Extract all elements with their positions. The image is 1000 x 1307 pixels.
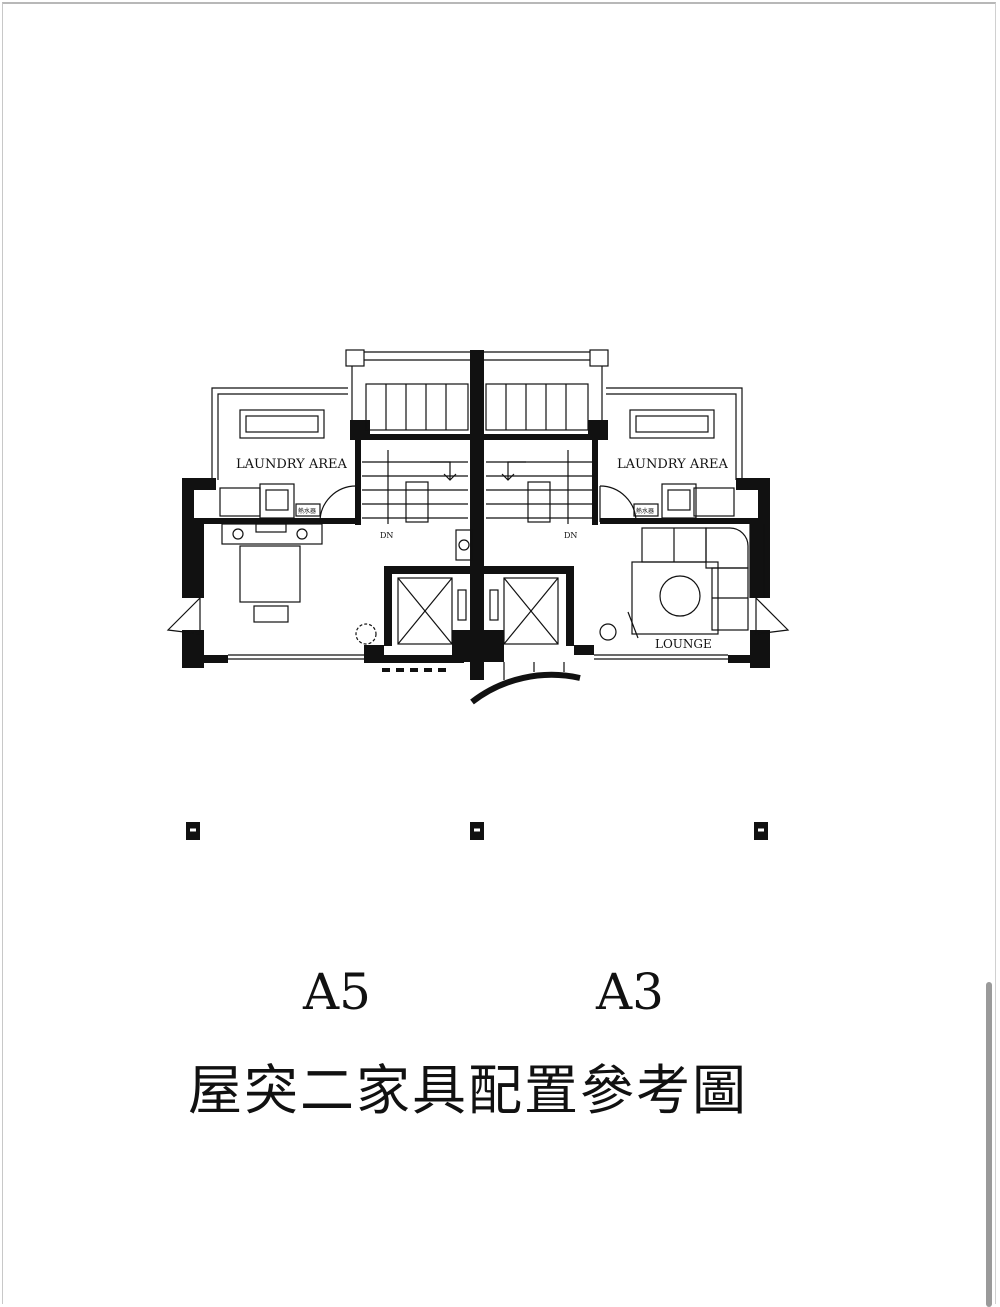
heavy-walls — [182, 350, 770, 840]
elevators — [397, 529, 559, 645]
unit-label-a5: A5 — [303, 963, 371, 1021]
storage-cabinets — [365, 383, 589, 431]
down-right-label: DN — [564, 531, 577, 540]
roof-outline — [211, 349, 743, 480]
scrollbar[interactable] — [986, 982, 992, 1307]
lounge-furniture — [599, 524, 765, 641]
page-title: 屋突二家具配置參考圖 — [188, 1059, 748, 1122]
staircase-right — [486, 450, 592, 524]
laundry-area-right-label: LAUNDRY AREA — [617, 457, 729, 472]
water-heater-right-label: 熱水器 — [636, 507, 654, 515]
laundry-fixtures — [219, 409, 735, 519]
bedroom-furniture — [221, 523, 377, 645]
plan-labels: LAUNDRY AREA LAUNDRY AREA 熱水器 熱水器 DN DN … — [236, 457, 729, 651]
lounge-label: LOUNGE — [655, 637, 712, 651]
unit-label-a3: A3 — [596, 963, 664, 1021]
windows — [228, 654, 728, 672]
staircase-left — [362, 450, 468, 524]
laundry-area-left-label: LAUNDRY AREA — [236, 457, 348, 472]
water-heater-left-label: 熱水器 — [298, 507, 316, 515]
floor-plan: LAUNDRY AREA LAUNDRY AREA 熱水器 熱水器 DN DN … — [166, 349, 790, 840]
down-left-label: DN — [380, 531, 393, 540]
doors — [166, 485, 790, 705]
